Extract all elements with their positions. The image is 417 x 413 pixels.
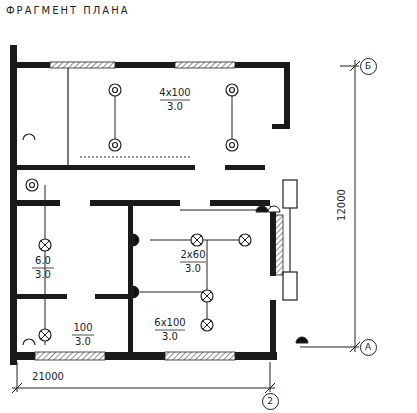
axis-marker: 2 bbox=[262, 393, 279, 410]
plan-title: ФРАГМЕНТ ПЛАНА bbox=[6, 6, 130, 16]
partitions bbox=[23, 68, 297, 345]
walls bbox=[10, 45, 290, 365]
lamp-spec: 4x100 bbox=[159, 88, 190, 98]
ring-lamps bbox=[26, 84, 238, 191]
lamp-spec: 6.0 bbox=[35, 256, 51, 266]
axis-letter: 2 bbox=[267, 397, 273, 406]
wiring bbox=[45, 90, 245, 345]
lamp-spec: 6x100 bbox=[154, 318, 185, 328]
dimension-text: 12000 bbox=[337, 189, 347, 221]
dimension-text: 21000 bbox=[32, 372, 64, 382]
axis-letter: Б bbox=[365, 62, 371, 71]
lamp-spec: 3.0 bbox=[167, 102, 183, 112]
axis-marker: А bbox=[360, 339, 377, 356]
lamp-spec: 2x60 bbox=[180, 250, 205, 260]
lamp-spec: 100 bbox=[73, 323, 92, 333]
axis-letter: А bbox=[365, 343, 371, 352]
dimension-lines bbox=[12, 60, 360, 393]
lamp-spec: 3.0 bbox=[35, 270, 51, 280]
switches bbox=[133, 206, 308, 343]
lamp-spec: 3.0 bbox=[185, 264, 201, 274]
cross-lamps bbox=[39, 234, 251, 341]
axis-marker: Б bbox=[360, 58, 377, 75]
windows bbox=[35, 62, 283, 360]
fraction-bars bbox=[32, 100, 206, 335]
lamp-spec: 3.0 bbox=[162, 332, 178, 342]
lamp-spec: 3.0 bbox=[75, 337, 91, 347]
